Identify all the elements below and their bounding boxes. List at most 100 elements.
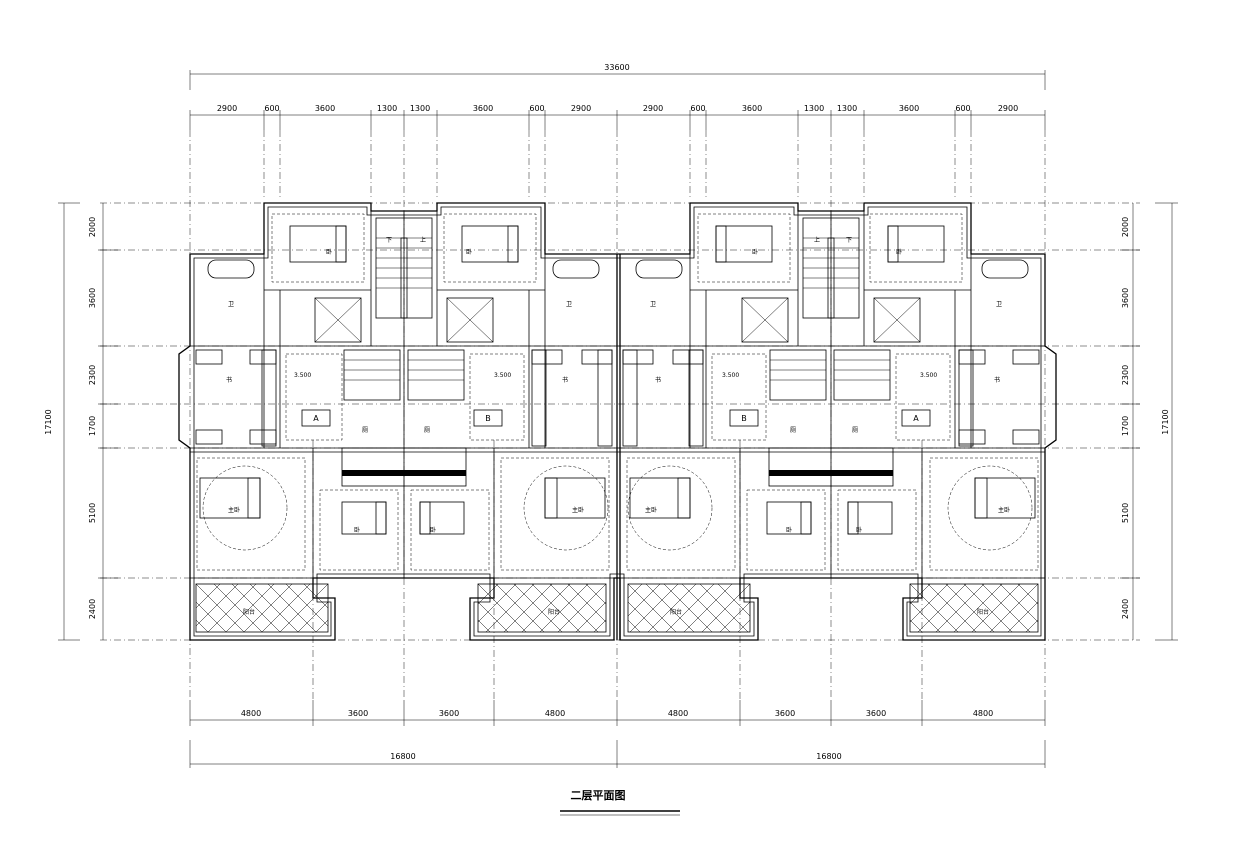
bottom-dim-4: 4800 bbox=[545, 709, 565, 718]
stair-label-1: 下 bbox=[386, 237, 392, 244]
top-dim-10: 600 bbox=[690, 104, 705, 113]
room-label-wc-2: 厕 bbox=[424, 427, 430, 434]
bottom-dim-6: 3600 bbox=[775, 709, 795, 718]
level-mark-4: 3.500 bbox=[920, 372, 937, 379]
left-dim-2: 3600 bbox=[88, 288, 97, 308]
room-label-bedroom-2: 卧 bbox=[466, 248, 472, 256]
bottom-dim-8: 4800 bbox=[973, 709, 993, 718]
stair-label-4: 下 bbox=[846, 237, 852, 244]
top-dim-11: 3600 bbox=[742, 104, 762, 113]
room-label-bath-4: 卫 bbox=[996, 301, 1002, 308]
room-label-bedroom-5: 卧 bbox=[354, 526, 360, 534]
left-dim-3: 2300 bbox=[88, 365, 97, 385]
room-label-bedroom-8: 卧 bbox=[856, 526, 862, 534]
top-dim-4: 1300 bbox=[377, 104, 397, 113]
room-label-wc-1: 厕 bbox=[362, 427, 368, 434]
level-mark-3: 3.500 bbox=[722, 372, 739, 379]
overall-width-label: 33600 bbox=[604, 63, 629, 72]
left-dim-6: 2400 bbox=[88, 599, 97, 619]
bottom-dim-2: 3600 bbox=[348, 709, 368, 718]
top-dim-8: 2900 bbox=[571, 104, 591, 113]
top-dim-7: 600 bbox=[529, 104, 544, 113]
room-label-bedroom-6: 卧 bbox=[430, 526, 436, 534]
stairs-and-lifts bbox=[314, 217, 921, 487]
top-dim-1: 2900 bbox=[217, 104, 237, 113]
top-dim-3: 3600 bbox=[315, 104, 335, 113]
room-label-master-2: 主卧 bbox=[572, 506, 584, 514]
room-label-master-4: 主卧 bbox=[998, 506, 1010, 514]
level-mark-1: 3.500 bbox=[294, 372, 311, 379]
room-labels: 卧 卧 卧 卧 卫 卫 卫 卫 书 书 书 书 主卧 主卧 主卧 主卧 卧 卧 … bbox=[226, 248, 1010, 616]
right-dim-3: 2300 bbox=[1121, 365, 1130, 385]
bottom-dim-5: 4800 bbox=[668, 709, 688, 718]
level-marks: 3.500 3.500 3.500 3.500 bbox=[294, 372, 937, 379]
bathtubs bbox=[207, 259, 1029, 279]
beds bbox=[199, 225, 1036, 535]
room-label-study-1: 书 bbox=[226, 376, 232, 384]
top-dim-13: 1300 bbox=[837, 104, 857, 113]
room-label-wc-4: 厕 bbox=[852, 427, 858, 434]
left-side-dimensions: 17100 2000 3600 2300 1700 5100 2400 bbox=[44, 202, 118, 641]
bottom-dim-1: 4800 bbox=[241, 709, 261, 718]
right-dim-4: 1700 bbox=[1121, 416, 1130, 436]
unit-mark-3: B bbox=[741, 414, 747, 423]
balconies bbox=[195, 583, 1039, 633]
unit-mark-1: A bbox=[313, 414, 319, 423]
left-dim-4: 1700 bbox=[88, 416, 97, 436]
room-label-study-2: 书 bbox=[562, 376, 568, 384]
dashed-room-outlines bbox=[196, 213, 1039, 571]
room-label-bedroom-3: 卧 bbox=[752, 248, 758, 256]
unit-marks: A B B A bbox=[301, 409, 931, 427]
half-dim-2: 16800 bbox=[816, 752, 841, 761]
right-dim-2: 3600 bbox=[1121, 288, 1130, 308]
bottom-dim-7: 3600 bbox=[866, 709, 886, 718]
unit-mark-4: A bbox=[913, 414, 919, 423]
right-side-dimensions: 17100 2000 3600 2300 1700 5100 2400 bbox=[1120, 202, 1178, 641]
room-label-bath-2: 卫 bbox=[566, 301, 572, 308]
room-label-bedroom-4: 卧 bbox=[896, 248, 902, 256]
stair-label-2: 上 bbox=[420, 236, 426, 244]
drawing-title-block: 二层平面图 bbox=[560, 789, 680, 816]
left-dim-5: 5100 bbox=[88, 503, 97, 523]
right-dim-5: 5100 bbox=[1121, 503, 1130, 523]
unit-mark-2: B bbox=[485, 414, 491, 423]
room-label-master-1: 主卧 bbox=[228, 506, 240, 514]
room-label-study-4: 书 bbox=[994, 376, 1000, 384]
drawing-title: 二层平面图 bbox=[571, 789, 626, 802]
top-dim-15: 600 bbox=[955, 104, 970, 113]
half-dim-1: 16800 bbox=[390, 752, 415, 761]
room-label-bedroom-7: 卧 bbox=[786, 526, 792, 534]
top-dim-2: 600 bbox=[264, 104, 279, 113]
room-label-balcony-1: 阳台 bbox=[243, 608, 255, 616]
right-dim-1: 2000 bbox=[1121, 217, 1130, 237]
room-label-wc-3: 厕 bbox=[790, 427, 796, 434]
stair-label-3: 上 bbox=[814, 236, 820, 244]
right-overall-depth: 17100 bbox=[1161, 409, 1170, 434]
bottom-dim-3: 3600 bbox=[439, 709, 459, 718]
room-label-bath-3: 卫 bbox=[650, 301, 656, 308]
level-mark-2: 3.500 bbox=[494, 372, 511, 379]
right-dim-6: 2400 bbox=[1121, 599, 1130, 619]
bottom-segment-dimensions: 4800 3600 3600 4800 4800 3600 3600 4800 … bbox=[189, 700, 1046, 768]
room-label-balcony-2: 阳台 bbox=[548, 608, 560, 616]
top-dim-5: 1300 bbox=[410, 104, 430, 113]
room-label-balcony-4: 阳台 bbox=[977, 608, 989, 616]
room-label-study-3: 书 bbox=[655, 376, 661, 384]
room-label-master-3: 主卧 bbox=[645, 506, 657, 514]
top-dim-6: 3600 bbox=[473, 104, 493, 113]
top-dim-9: 2900 bbox=[643, 104, 663, 113]
left-overall-depth: 17100 bbox=[44, 409, 53, 434]
stair-labels: 下 上 上 下 bbox=[386, 236, 852, 244]
overall-width-dimension: 33600 bbox=[189, 63, 1046, 90]
top-dim-16: 2900 bbox=[998, 104, 1018, 113]
hatched-columns bbox=[195, 349, 1040, 447]
top-dim-12: 1300 bbox=[804, 104, 824, 113]
room-label-balcony-3: 阳台 bbox=[670, 608, 682, 616]
top-segment-dimensions: 2900 600 3600 1300 1300 3600 600 2900 29… bbox=[189, 104, 1046, 130]
left-dim-1: 2000 bbox=[88, 217, 97, 237]
building-walls bbox=[178, 202, 1057, 641]
room-label-bedroom-1: 卧 bbox=[326, 248, 332, 256]
room-label-bath-1: 卫 bbox=[228, 301, 234, 308]
top-dim-14: 3600 bbox=[899, 104, 919, 113]
